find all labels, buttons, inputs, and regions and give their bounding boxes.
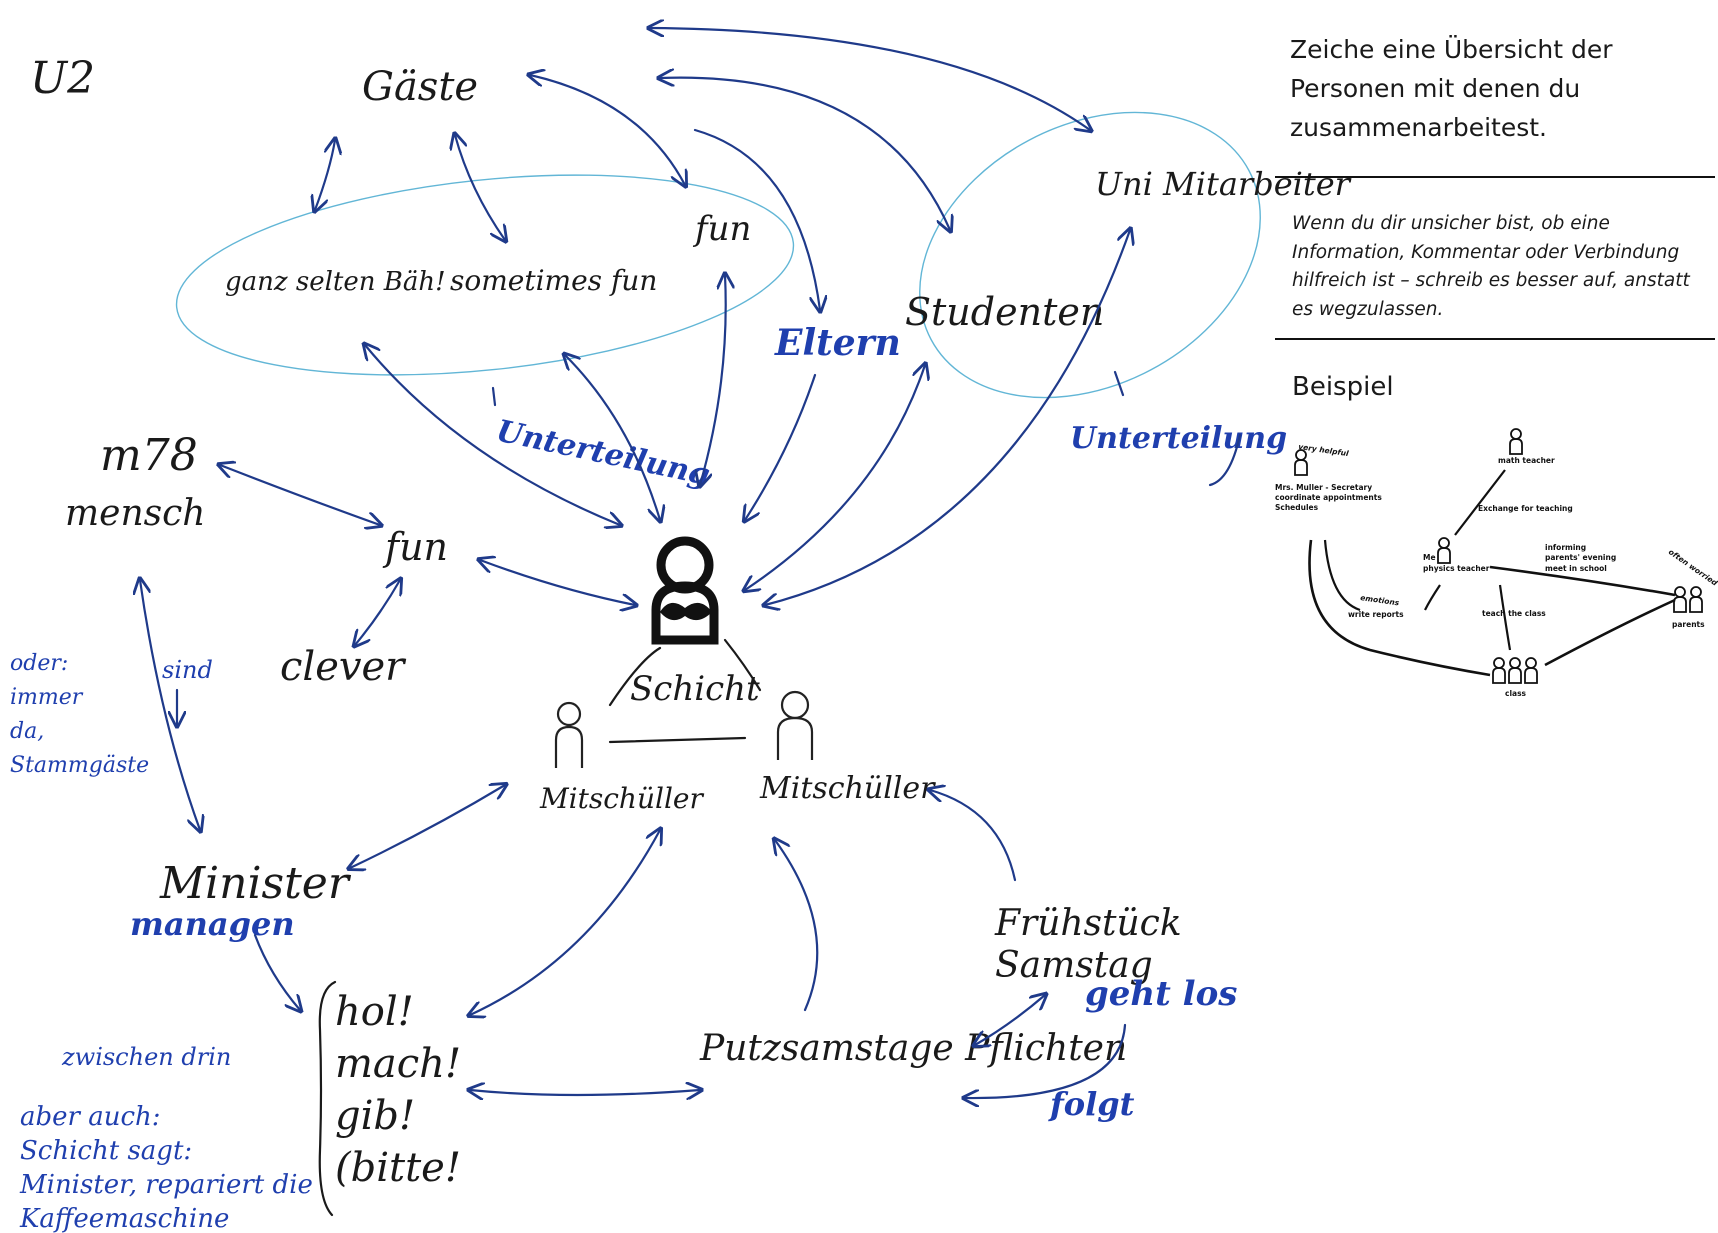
folgt-label: folgt [1048, 1085, 1135, 1123]
mensch-label: mensch [65, 493, 205, 534]
unterteilung-left-label: Unterteilung [493, 414, 713, 493]
example-parents: parents [1672, 620, 1705, 629]
hol-mach-label: hol!mach!gib!(bitte! [335, 989, 461, 1191]
example-meet-in-school: meet in school [1545, 564, 1607, 573]
arrow-gaeste-ganz[interactable] [315, 140, 335, 210]
arrow-fruehstueck-putz[interactable] [975, 995, 1045, 1045]
studenten-label: Studenten [905, 290, 1104, 334]
example-schedules: Schedules [1275, 503, 1319, 512]
example-parents-evening: parents' evening [1545, 553, 1616, 562]
classmates-link [608, 736, 747, 744]
example-coordinate: coordinate appointments [1275, 493, 1382, 502]
eltern-label: Eltern [774, 322, 901, 364]
arrow-folgt[interactable] [965, 1023, 1127, 1098]
arrow-minister-classmate[interactable] [350, 785, 505, 868]
managen-label: managen [130, 905, 295, 943]
arrow-hol-classmate[interactable] [470, 830, 660, 1015]
corner-label: U2 [30, 53, 95, 104]
arrow-fun-clever[interactable] [355, 580, 400, 645]
fun-top-label: fun [692, 209, 751, 249]
instruction-title: Zeiche eine Übersicht der Personen mit d… [1290, 35, 1613, 142]
example-math-teacher: math teacher [1498, 456, 1555, 465]
bracket-hol [318, 980, 337, 1217]
example-class-icon [1492, 657, 1538, 684]
zwischen-drin-label: zwischen drin [61, 1043, 231, 1071]
example-teach-class: teach the class [1482, 609, 1546, 618]
mitschueler-right-label: Mitschüller [759, 771, 936, 806]
arrow-schicht-fun-top[interactable] [700, 275, 726, 485]
arrow-schicht-sometimes[interactable] [565, 355, 660, 520]
sind-label: sind [162, 656, 213, 684]
arrow-fun-schicht[interactable] [480, 560, 635, 605]
example-parents-icon [1673, 586, 1703, 613]
tick-unterteilung-left [491, 386, 497, 407]
divider-top [1275, 176, 1715, 178]
arrow-fruehstueck-classmate[interactable] [930, 790, 1017, 882]
aber-auch-label: aber auch:Schicht sagt:Minister, reparie… [19, 1102, 313, 1233]
guests-label: Gäste [362, 64, 478, 110]
schicht-to-classmate-right [723, 638, 762, 692]
example-informing: informing [1545, 543, 1586, 552]
unterteilung-right-label: Unterteilung [1070, 421, 1287, 456]
arrow-uni-schicht[interactable] [765, 230, 1130, 605]
classmate-left-icon [554, 701, 584, 768]
geht-los-label: geht los [1085, 974, 1237, 1014]
example-emotions: emotions [1360, 593, 1401, 607]
example-physics-teacher: physics teacher [1423, 564, 1490, 573]
center-person-icon [651, 536, 719, 645]
arrow-putz-classmate[interactable] [775, 840, 819, 1012]
example-class: class [1505, 689, 1527, 698]
arrow-gaeste-fun[interactable] [530, 75, 685, 185]
uni-group-ellipse [919, 111, 1261, 399]
classmate-right-icon [776, 690, 814, 760]
arrow-m78-fun[interactable] [220, 465, 380, 525]
example-exchange: Exchange for teaching [1478, 504, 1573, 513]
tick-unterteilung-right [1113, 370, 1125, 397]
example-line-me-secretary [1424, 584, 1441, 611]
example-diagram: very helpful Mrs. Muller - Secretary coo… [1275, 428, 1718, 698]
example-write-reports: write reports [1348, 610, 1404, 619]
arrow-eltern-schicht[interactable] [745, 373, 817, 520]
sometimes-fun-label: sometimes fun [450, 264, 657, 297]
fun-mid-label: fun [382, 525, 448, 569]
divider-bottom [1275, 338, 1715, 340]
mitschueler-left-label: Mitschüller [539, 782, 704, 815]
example-me-icon [1437, 537, 1451, 564]
schicht-label: Schicht [630, 669, 760, 709]
ganz-selten-label: ganz selten Bäh! [225, 267, 446, 297]
arrow-gaeste-sometimes[interactable] [455, 135, 505, 240]
example-often-worried: often worried [1667, 547, 1718, 588]
m78-label: m78 [100, 430, 198, 481]
arrow-managen-hol[interactable] [253, 933, 300, 1010]
uni-mitarbeiter-label: Uni Mitarbeiter [1095, 165, 1352, 203]
example-secretary: Mrs. Muller - Secretary [1275, 483, 1372, 492]
example-secretary-icon [1294, 449, 1308, 476]
example-line-me-parents [1489, 565, 1676, 597]
arrow-top-uni[interactable] [650, 28, 1090, 130]
example-heading: Beispiel [1292, 372, 1394, 402]
example-line-me-math [1454, 469, 1506, 536]
example-line-secretary-class-outer [1308, 539, 1491, 677]
minister-label: Minister [159, 858, 352, 909]
example-line-class-parents [1544, 598, 1676, 667]
clever-label: clever [280, 644, 407, 690]
example-line-me-class [1498, 584, 1512, 651]
example-line-secretary-class-inner [1323, 539, 1361, 612]
arrow-top-studenten[interactable] [660, 78, 950, 230]
putzsamstage-label: Putzsamstage Pflichten [699, 1028, 1127, 1069]
instruction-hint: Wenn du dir unsicher bist, ob eine Infor… [1292, 213, 1690, 320]
hook-unterteilung-right [1208, 433, 1242, 487]
arrow-mensch-minister[interactable] [140, 580, 200, 830]
example-me: Me [1423, 553, 1436, 562]
example-math-teacher-icon [1509, 428, 1523, 455]
arrow-studenten-schicht[interactable] [745, 365, 925, 590]
arrow-hol-putz[interactable] [470, 1090, 700, 1095]
schicht-to-classmate-left [608, 646, 662, 707]
